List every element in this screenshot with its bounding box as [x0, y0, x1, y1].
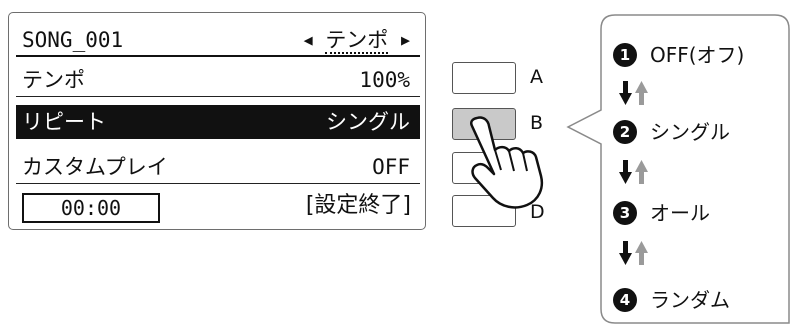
- header-param-selector: ◀ テンポ ▶: [304, 23, 410, 57]
- down-arrow-icon: [619, 241, 632, 265]
- repeat-value: シングル: [326, 110, 410, 134]
- lcd-display: SONG_001 ◀ テンポ ▶ テンポ 100% リピート シングル カスタム…: [8, 12, 426, 230]
- lcd-header-row: SONG_001 ◀ テンポ ▶: [16, 23, 420, 57]
- repeat-label: リピート: [22, 110, 106, 134]
- tempo-value: 100%: [359, 68, 410, 92]
- up-arrow-icon: [635, 160, 648, 184]
- time-display: 00:00: [22, 193, 160, 223]
- button-a[interactable]: [452, 62, 516, 94]
- option-single: 2 シングル: [613, 117, 730, 147]
- down-arrow-icon: [619, 160, 632, 184]
- option-label: ランダム: [650, 288, 730, 312]
- option-all: 3 オール: [613, 198, 710, 228]
- option-off: 1 OFF(オフ): [613, 40, 744, 70]
- cycle-arrows: [619, 160, 648, 184]
- header-param: テンポ: [325, 28, 389, 54]
- button-a-label: A: [530, 66, 543, 88]
- option-number: 1: [613, 43, 637, 67]
- option-random: 4 ランダム: [613, 285, 730, 315]
- option-number: 3: [613, 201, 637, 225]
- option-label: OFF(オフ): [650, 43, 745, 67]
- left-triangle-icon: ◀: [303, 31, 313, 49]
- up-arrow-icon: [635, 81, 648, 105]
- song-name: SONG_001: [22, 28, 124, 52]
- option-label: オール: [650, 201, 710, 225]
- up-arrow-icon: [635, 241, 648, 265]
- hand-press-icon: [469, 116, 544, 209]
- option-number: 4: [613, 288, 637, 312]
- button-b-label: B: [530, 112, 544, 134]
- button-d-label: D: [530, 201, 545, 223]
- custom-play-label: カスタムプレイ: [22, 155, 168, 179]
- down-arrow-icon: [619, 81, 632, 105]
- right-triangle-icon: ▶: [400, 31, 410, 49]
- tempo-row: テンポ 100%: [16, 63, 420, 97]
- custom-play-row: カスタムプレイ OFF: [16, 150, 420, 184]
- repeat-row: リピート シングル: [16, 105, 420, 139]
- custom-play-value: OFF: [372, 155, 410, 179]
- settings-done-label: [設定終了]: [305, 193, 411, 218]
- cycle-arrows: [619, 241, 648, 265]
- option-number: 2: [613, 120, 637, 144]
- tempo-label: テンポ: [22, 68, 85, 92]
- cycle-arrows: [619, 81, 648, 105]
- option-label: シングル: [650, 120, 730, 144]
